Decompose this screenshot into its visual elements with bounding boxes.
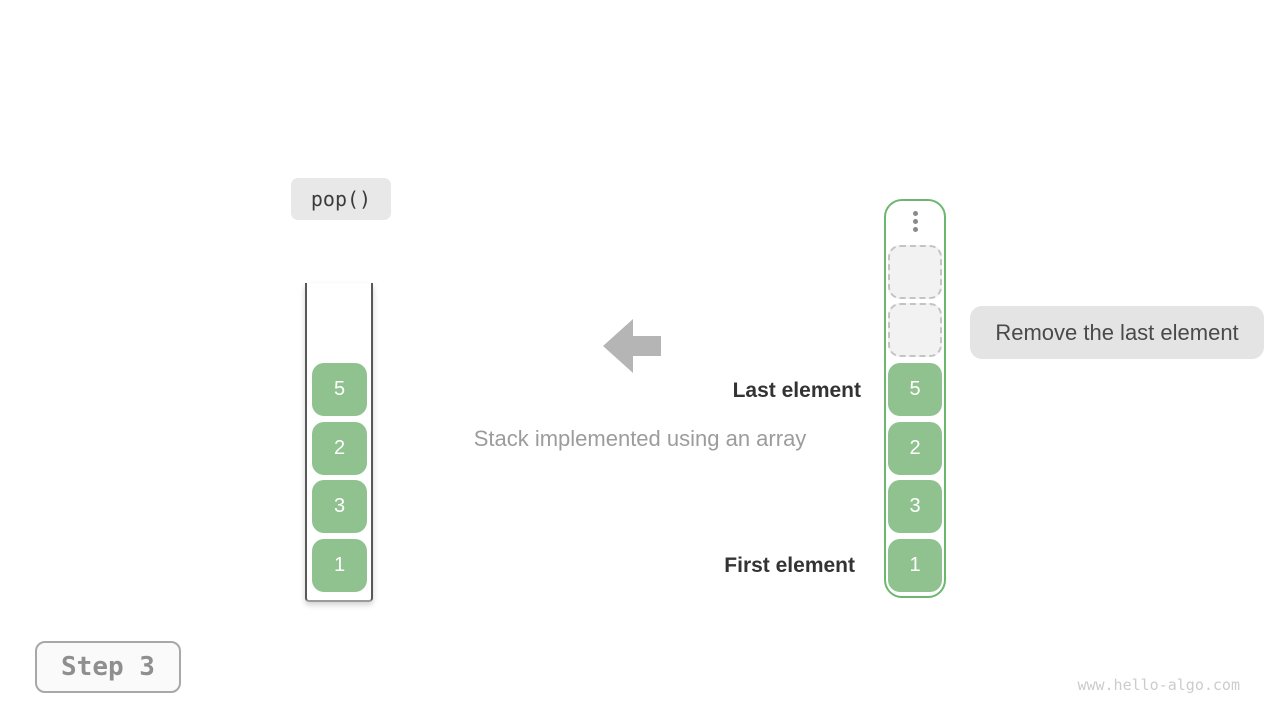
first-element-label: First element: [724, 554, 855, 577]
empty-slot: [888, 303, 942, 357]
step-badge: Step 3: [35, 641, 181, 693]
stack-cell: 3: [312, 480, 367, 533]
ellipsis-icon: [886, 211, 944, 232]
array-cell: 5: [888, 363, 942, 416]
array-cell: 3: [888, 480, 942, 533]
array-cell: 1: [888, 539, 942, 592]
diagram-caption: Stack implemented using an array: [473, 426, 807, 451]
last-element-label: Last element: [732, 379, 861, 402]
stack-container: 5 2 3 1: [305, 283, 373, 602]
stack-cell: 5: [312, 363, 367, 416]
left-arrow-icon: [603, 319, 661, 373]
pop-operation-label: pop(): [291, 178, 391, 220]
remove-note-text: Remove the last element: [995, 319, 1239, 345]
empty-slot: [888, 245, 942, 299]
step-badge-text: Step 3: [61, 652, 155, 682]
watermark-text: www.hello-algo.com: [1077, 676, 1240, 694]
remove-note-label: Remove the last element: [970, 306, 1264, 359]
stack-cell: 2: [312, 422, 367, 475]
array-container: 5 2 3 1: [884, 199, 946, 598]
pop-operation-text: pop(): [310, 187, 372, 211]
array-cell: 2: [888, 422, 942, 475]
stack-cell: 1: [312, 539, 367, 592]
